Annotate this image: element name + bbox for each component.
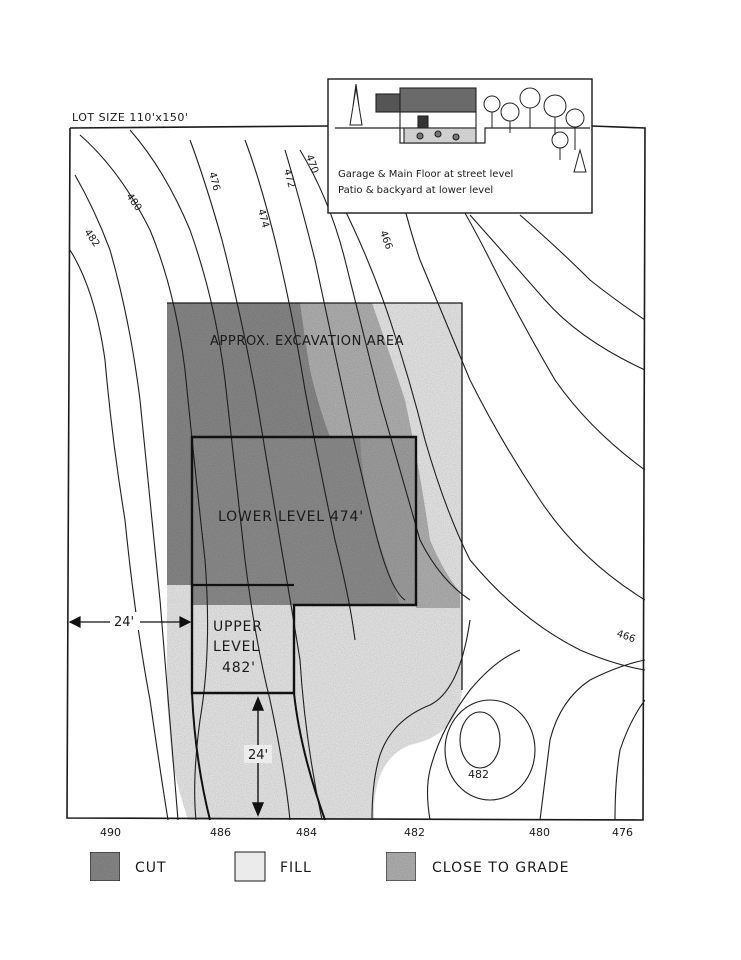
excavation-area-label: APPROX. EXCAVATION AREA [210, 334, 404, 349]
contour-478 [129, 129, 291, 820]
knoll-482-inner [459, 711, 501, 769]
contour-label-482-knoll: 482 [468, 768, 489, 781]
cut-zone-north [167, 303, 330, 585]
contour-482-left [69, 249, 169, 820]
axis-label-486: 486 [210, 826, 231, 839]
contour-label-472-top: 472 [281, 168, 297, 189]
contour-label-482-left: 482 [82, 227, 102, 249]
contour-462 [469, 214, 645, 371]
contour-label-480-top: 480 [124, 191, 144, 213]
lower-level-label: LOWER LEVEL 474' [218, 509, 364, 525]
contour-490 [74, 174, 179, 820]
house-sketch [375, 87, 477, 144]
contour-label-476-top: 476 [206, 171, 222, 192]
inset-sketch: Garage & Main Floor at street level Pati… [327, 78, 593, 214]
contour-476-top [189, 139, 323, 820]
excavation-area-outline [167, 302, 463, 690]
contour-474-top [244, 139, 356, 641]
legend-label-fill: FILL [280, 860, 312, 876]
contour-label-466-mid: 466 [377, 229, 394, 251]
axis-label-482: 482 [404, 826, 425, 839]
driveway-right-edge [293, 692, 326, 821]
contour-460 [519, 214, 645, 321]
bottom-elevation-axis: 490 486 484 482 480 476 [100, 826, 633, 839]
axis-label-490: 490 [100, 826, 121, 839]
upper-level-label-line2: LEVEL [213, 639, 260, 655]
contour-466 [389, 139, 645, 601]
legend-swatch-fill [234, 851, 266, 882]
legend-swatch-cut [89, 851, 121, 882]
lot-size-label: LOT SIZE 110'x150' [72, 111, 188, 124]
contour-480-top [79, 134, 209, 820]
lot-boundary [66, 125, 646, 821]
shading-layer [167, 303, 462, 820]
side-setback-label: 24' [114, 615, 134, 630]
contour-south-480 [539, 659, 645, 820]
upper-level-label-line1: UPPER [213, 619, 263, 635]
contour-470 [299, 149, 471, 601]
front-setback-label: 24' [248, 748, 268, 763]
legend-label-close-to-grade: CLOSE TO GRADE [432, 860, 570, 876]
driveway-left-edge [191, 692, 211, 821]
axis-label-484: 484 [296, 826, 317, 839]
legend-label-cut: CUT [135, 860, 167, 876]
legend: CUT FILL CLOSE TO GRADE [89, 851, 570, 882]
knoll-482-outer [444, 699, 536, 801]
axis-label-480: 480 [529, 826, 550, 839]
contour-label-474-top: 474 [255, 208, 271, 229]
contour-472 [284, 149, 406, 601]
contour-south-484 [371, 619, 471, 820]
contour-south-476 [614, 699, 645, 820]
contour-label-470-top: 470 [303, 153, 320, 175]
inset-note-line2: Patio & backyard at lower level [338, 185, 493, 196]
legend-swatch-close-to-grade [385, 851, 417, 882]
contour-south-482 [426, 649, 521, 820]
upper-level-label-line3: 482' [222, 660, 256, 676]
contour-label-466-right: 466 [615, 628, 637, 645]
tree-sketches [349, 83, 587, 173]
axis-label-476: 476 [612, 826, 633, 839]
inset-note-line1: Garage & Main Floor at street level [338, 169, 513, 180]
